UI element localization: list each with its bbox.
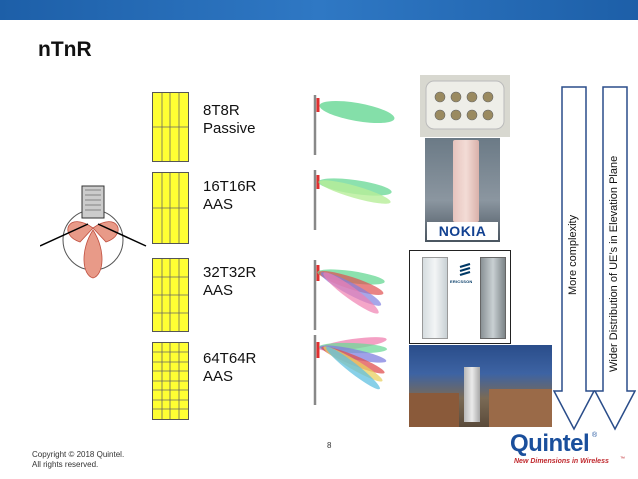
antenna-panel-16t16r [152, 172, 189, 244]
rooftop-building-right [489, 389, 552, 427]
arrow-label-complexity: More complexity [567, 214, 579, 295]
beam-pattern-8t8r [313, 95, 395, 155]
beam-pattern-32t32r [313, 260, 385, 330]
config-label-32t32r: 32T32R AAS [203, 264, 257, 299]
quintel-logo: Quintel ® New Dimensions in Wireless ™ [510, 430, 630, 470]
rooftop-tower [464, 367, 480, 422]
quintel-registered-mark: ® [592, 432, 598, 439]
down-arrow-complexity [553, 86, 595, 431]
antenna-panel-32t32r [152, 258, 189, 332]
config-label-64t64r: 64T64R AAS [203, 350, 257, 385]
top-banner [0, 0, 638, 20]
photo-passive-antenna [420, 75, 510, 137]
copyright-line-2: All rights reserved. [32, 460, 99, 469]
slide-title: nTnR [38, 38, 92, 61]
quintel-tagline-tm: ™ [620, 456, 625, 462]
copyright-line-1: Copyright © 2018 Quintel. [32, 450, 125, 459]
ericsson-radio-unit-1 [422, 257, 448, 339]
beam-pattern-16t16r [313, 170, 392, 230]
down-arrow-ue-distribution [594, 86, 636, 431]
antenna-panel-64t64r [152, 342, 189, 420]
quintel-tagline: New Dimensions in Wireless [514, 458, 609, 465]
photo-rooftop-deployment [409, 345, 552, 427]
rooftop-building-left [409, 393, 459, 427]
ericsson-logo-icon [459, 262, 471, 277]
nokia-antenna-pole [453, 140, 479, 222]
config-label-8t8r: 8T8R Passive [203, 102, 256, 137]
antenna-panel-8t8r [152, 92, 189, 162]
nokia-logo: NOKIA [427, 222, 498, 240]
arrow-label-ue-distribution: Wider Distribution of UE’s in Elevation … [608, 155, 620, 372]
photo-ericsson-products: ERICSSON [409, 250, 511, 344]
quintel-wordmark: Quintel [510, 430, 590, 457]
copyright-notice: Copyright © 2018 Quintel. All rights res… [32, 450, 124, 470]
config-label-16t16r: 16T16R AAS [203, 178, 257, 213]
ericsson-wordmark: ERICSSON [450, 279, 473, 284]
beam-pattern-64t64r [313, 335, 387, 405]
page-number: 8 [327, 441, 332, 450]
ericsson-radio-unit-2 [480, 257, 506, 339]
antenna-pattern-illustration [40, 185, 147, 279]
photo-nokia-site: NOKIA [425, 138, 500, 242]
